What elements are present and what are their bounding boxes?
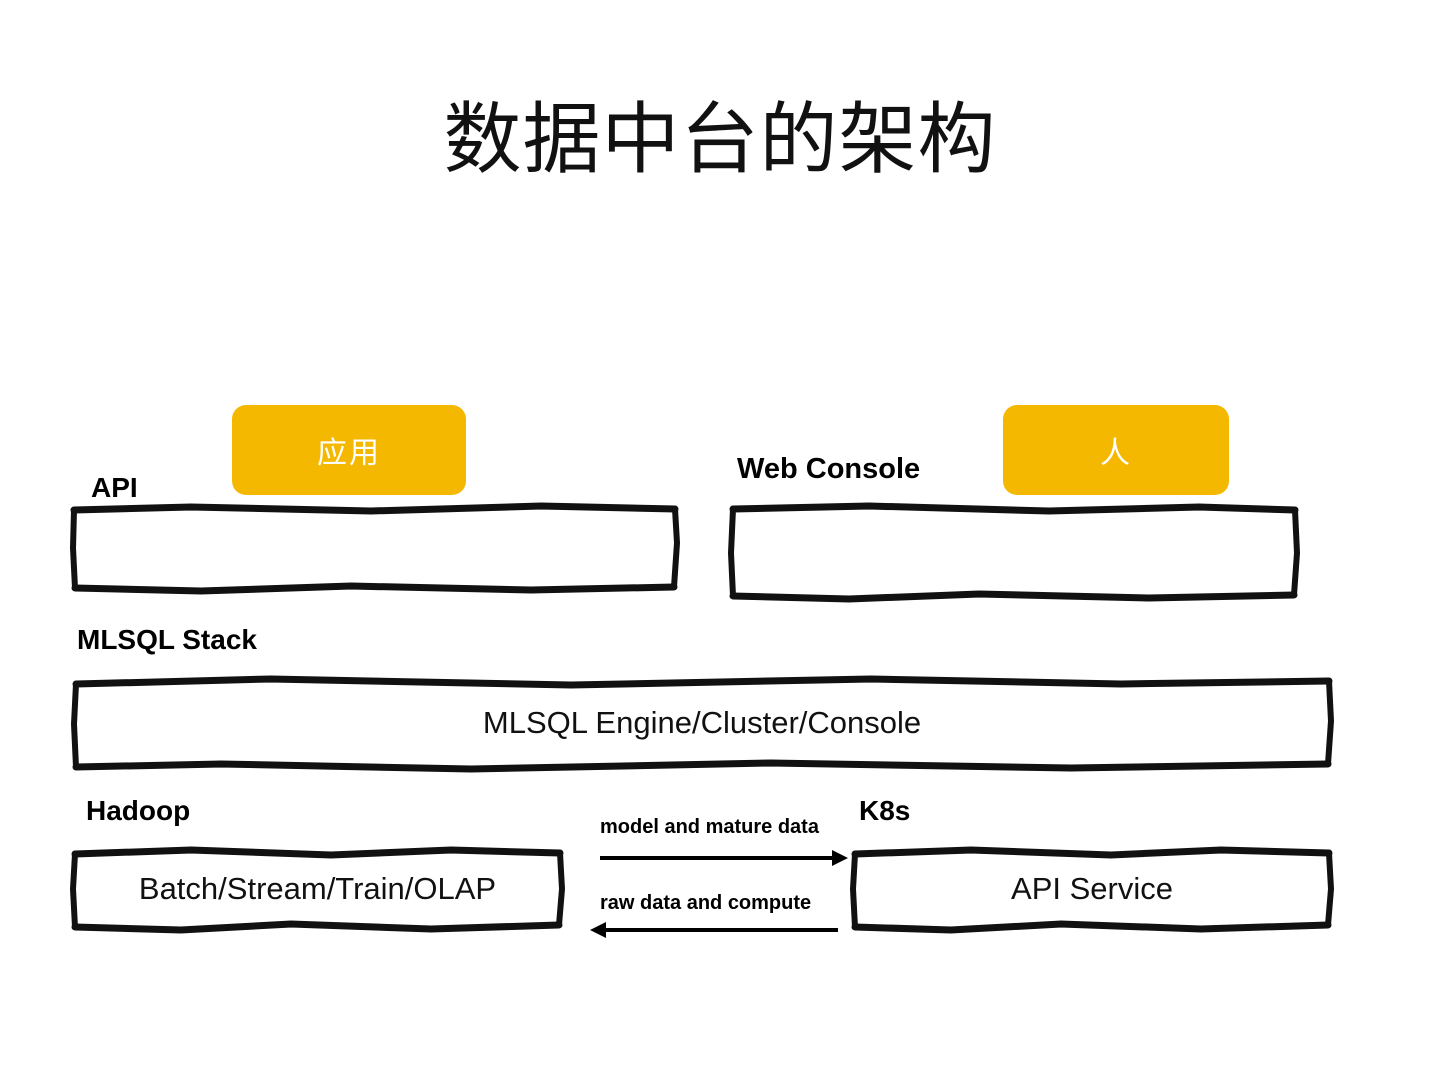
- layer-box-api: [69, 502, 681, 595]
- layer-box-mlsql-stack: MLSQL Engine/Cluster/Console: [70, 675, 1335, 773]
- sketch-border-icon: [69, 502, 681, 595]
- page-title: 数据中台的架构: [443, 95, 997, 185]
- flow-label-model-and-mature-data: model and mature data: [600, 816, 819, 838]
- arrow-right-icon: [600, 850, 848, 866]
- chip-application-label: 应用: [317, 436, 381, 471]
- layer-label-api: API: [91, 472, 138, 503]
- layer-box-k8s: API Service: [849, 846, 1335, 934]
- layer-label-hadoop: Hadoop: [86, 795, 191, 826]
- layer-box-hadoop: Batch/Stream/Train/OLAP: [69, 846, 566, 934]
- flow-group: model and mature data raw data and compu…: [586, 816, 852, 938]
- chip-application: 应用: [232, 405, 466, 495]
- sketch-border-icon: [727, 502, 1301, 603]
- chip-person-label: 人: [1100, 436, 1132, 471]
- layer-content-hadoop: Batch/Stream/Train/OLAP: [138, 871, 497, 906]
- layer-box-web-console: [727, 502, 1301, 603]
- layer-content-mlsql-stack: MLSQL Engine/Cluster/Console: [482, 705, 922, 740]
- layer-content-k8s: API Service: [1011, 871, 1173, 906]
- arrow-left-icon: [590, 922, 838, 938]
- layer-label-k8s: K8s: [859, 795, 911, 826]
- layer-label-web-console: Web Console: [737, 453, 921, 485]
- chip-person: 人: [1003, 405, 1229, 495]
- flow-label-raw-data-and-compute: raw data and compute: [600, 892, 812, 914]
- layer-label-mlsql-stack: MLSQL Stack: [77, 624, 257, 655]
